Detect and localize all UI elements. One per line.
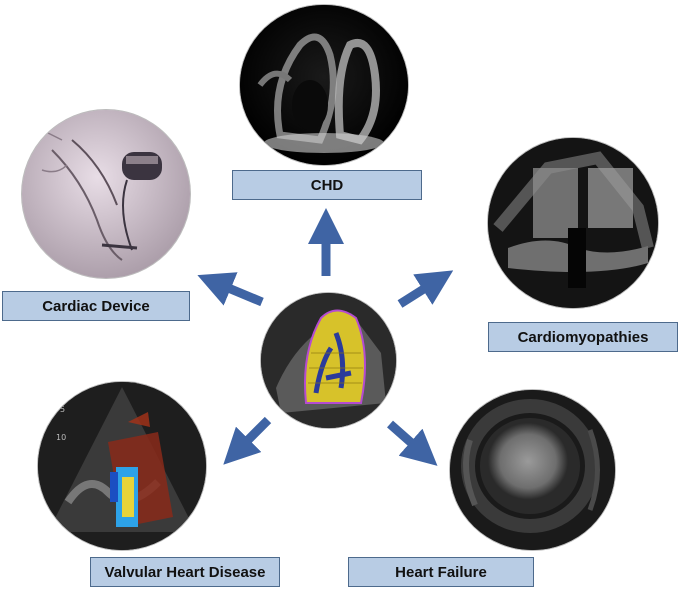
arrow-lower-right bbox=[387, 420, 438, 466]
svg-text:10: 10 bbox=[56, 433, 66, 442]
chd-label: CHD bbox=[232, 170, 422, 200]
svg-text:5: 5 bbox=[60, 405, 65, 414]
chd-echo-image bbox=[240, 5, 408, 165]
cardiac-device-label: Cardiac Device bbox=[2, 291, 190, 321]
arrow-upper-right bbox=[397, 270, 454, 308]
arrow-upper-left bbox=[197, 272, 264, 307]
arrow-lower-left bbox=[223, 416, 272, 465]
heart-failure-mri-image bbox=[450, 390, 615, 550]
valvular-doppler-image: 5 10 bbox=[38, 382, 206, 550]
cardiomyopathies-echo-image bbox=[488, 138, 658, 308]
center-strain-echo-image bbox=[261, 293, 396, 428]
cardiomyopathies-label: Cardiomyopathies bbox=[488, 322, 678, 352]
heart-failure-label: Heart Failure bbox=[348, 557, 534, 587]
valvular-heart-disease-label: Valvular Heart Disease bbox=[90, 557, 280, 587]
cardiac-device-xray-image bbox=[22, 110, 190, 278]
